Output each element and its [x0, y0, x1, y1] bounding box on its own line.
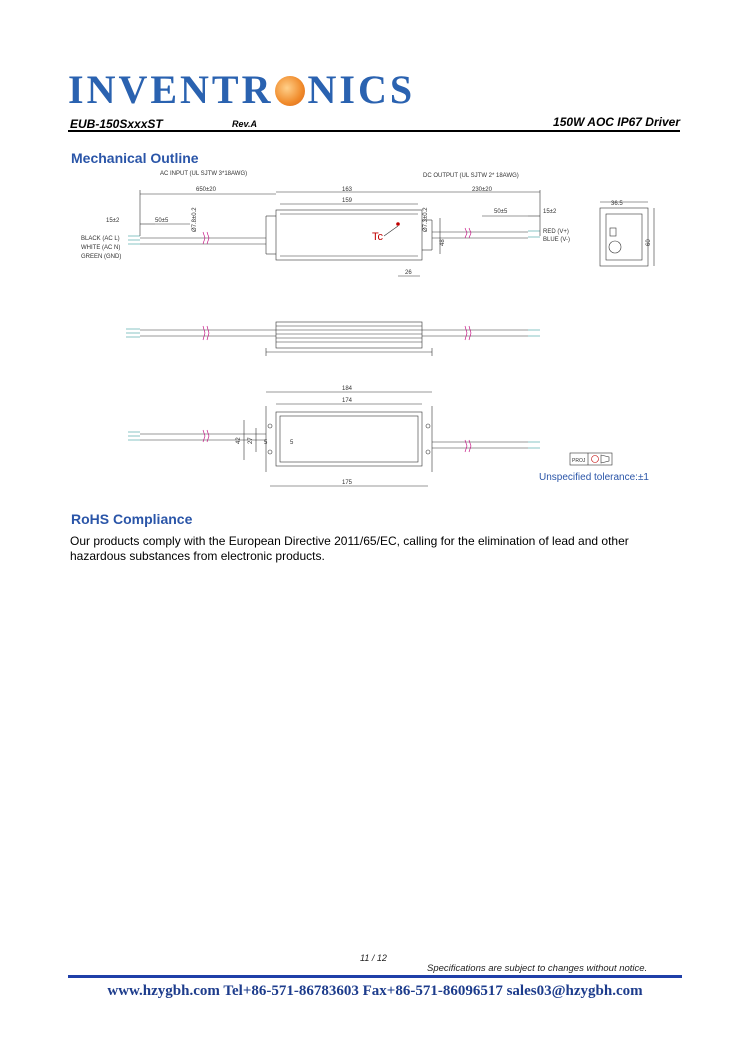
dim-60: 60	[646, 239, 652, 246]
dim-48: 48	[440, 239, 446, 246]
driver-body-top	[275, 411, 423, 467]
mechanical-drawing: AC INPUT (UL SJTW 3*18AWG) DC OUTPUT (UL…	[81, 171, 655, 487]
dim-5b: 5	[290, 440, 294, 446]
projection-label: PROJ	[572, 458, 586, 464]
wire-label-red: RED (V+)	[543, 229, 569, 235]
dim-184: 184	[342, 386, 353, 392]
dim-dc-length: 230±20	[472, 187, 493, 193]
product-title: 150W AOC IP67 Driver	[553, 115, 680, 129]
footer-rule	[68, 975, 682, 978]
wire-label-blue: BLUE (V-)	[543, 237, 570, 243]
driver-body-side	[275, 209, 423, 261]
driver-body-profile	[275, 321, 423, 349]
inventronics-logo: INVENTR NICS	[68, 66, 415, 113]
dim-42: 42	[236, 437, 242, 444]
wire-label-green: GREEN (GND)	[81, 254, 121, 260]
wire-label-black: BLACK (AC L)	[81, 236, 120, 242]
dim-174: 174	[342, 398, 353, 404]
mechanical-outline-title: Mechanical Outline	[71, 150, 199, 166]
dim-cable-dia-left: Ø7.8±0.2	[192, 207, 198, 232]
dim-36-5: 36.5	[611, 201, 623, 207]
driver-end-view	[599, 207, 649, 267]
dc-output-label: DC OUTPUT (UL SJTW 2* 18AWG)	[423, 173, 519, 179]
dim-163: 163	[342, 187, 353, 193]
dim-159: 159	[342, 198, 353, 204]
logo-text-pre: INVENTR	[68, 67, 274, 112]
dim-strip-left: 15±2	[106, 218, 120, 224]
tolerance-note: Unspecified tolerance:±1	[539, 472, 649, 483]
logo-sun-icon	[275, 76, 306, 106]
dim-5a: 5	[264, 440, 268, 446]
dim-ac-length: 650±20	[196, 187, 217, 193]
spec-change-note: Specifications are subject to changes wi…	[427, 963, 648, 974]
logo-text-post: NICS	[307, 67, 416, 112]
dim-length-right: 50±5	[494, 209, 508, 215]
tc-point-label: Tc	[372, 231, 384, 243]
header-rule	[68, 130, 680, 132]
dim-175: 175	[342, 480, 353, 486]
dim-27: 27	[248, 437, 254, 444]
rohs-text: Our products comply with the European Di…	[70, 534, 629, 563]
model-number: EUB-150SxxxST	[70, 117, 163, 131]
dim-length-left: 50±5	[155, 218, 169, 224]
dim-cable-dia-right: Ø7.3±0.2	[423, 207, 429, 232]
revision-label: Rev.A	[232, 119, 258, 129]
ac-input-label: AC INPUT (UL SJTW 3*18AWG)	[160, 171, 247, 177]
dim-strip-right: 15±2	[543, 209, 557, 215]
page-number: 11 / 12	[360, 953, 387, 963]
rohs-title: RoHS Compliance	[71, 511, 193, 527]
contact-line: www.hzygbh.com Tel+86-571-86783603 Fax+8…	[107, 983, 643, 999]
wire-label-white: WHITE (AC N)	[81, 245, 120, 251]
dim-26: 26	[405, 270, 412, 276]
